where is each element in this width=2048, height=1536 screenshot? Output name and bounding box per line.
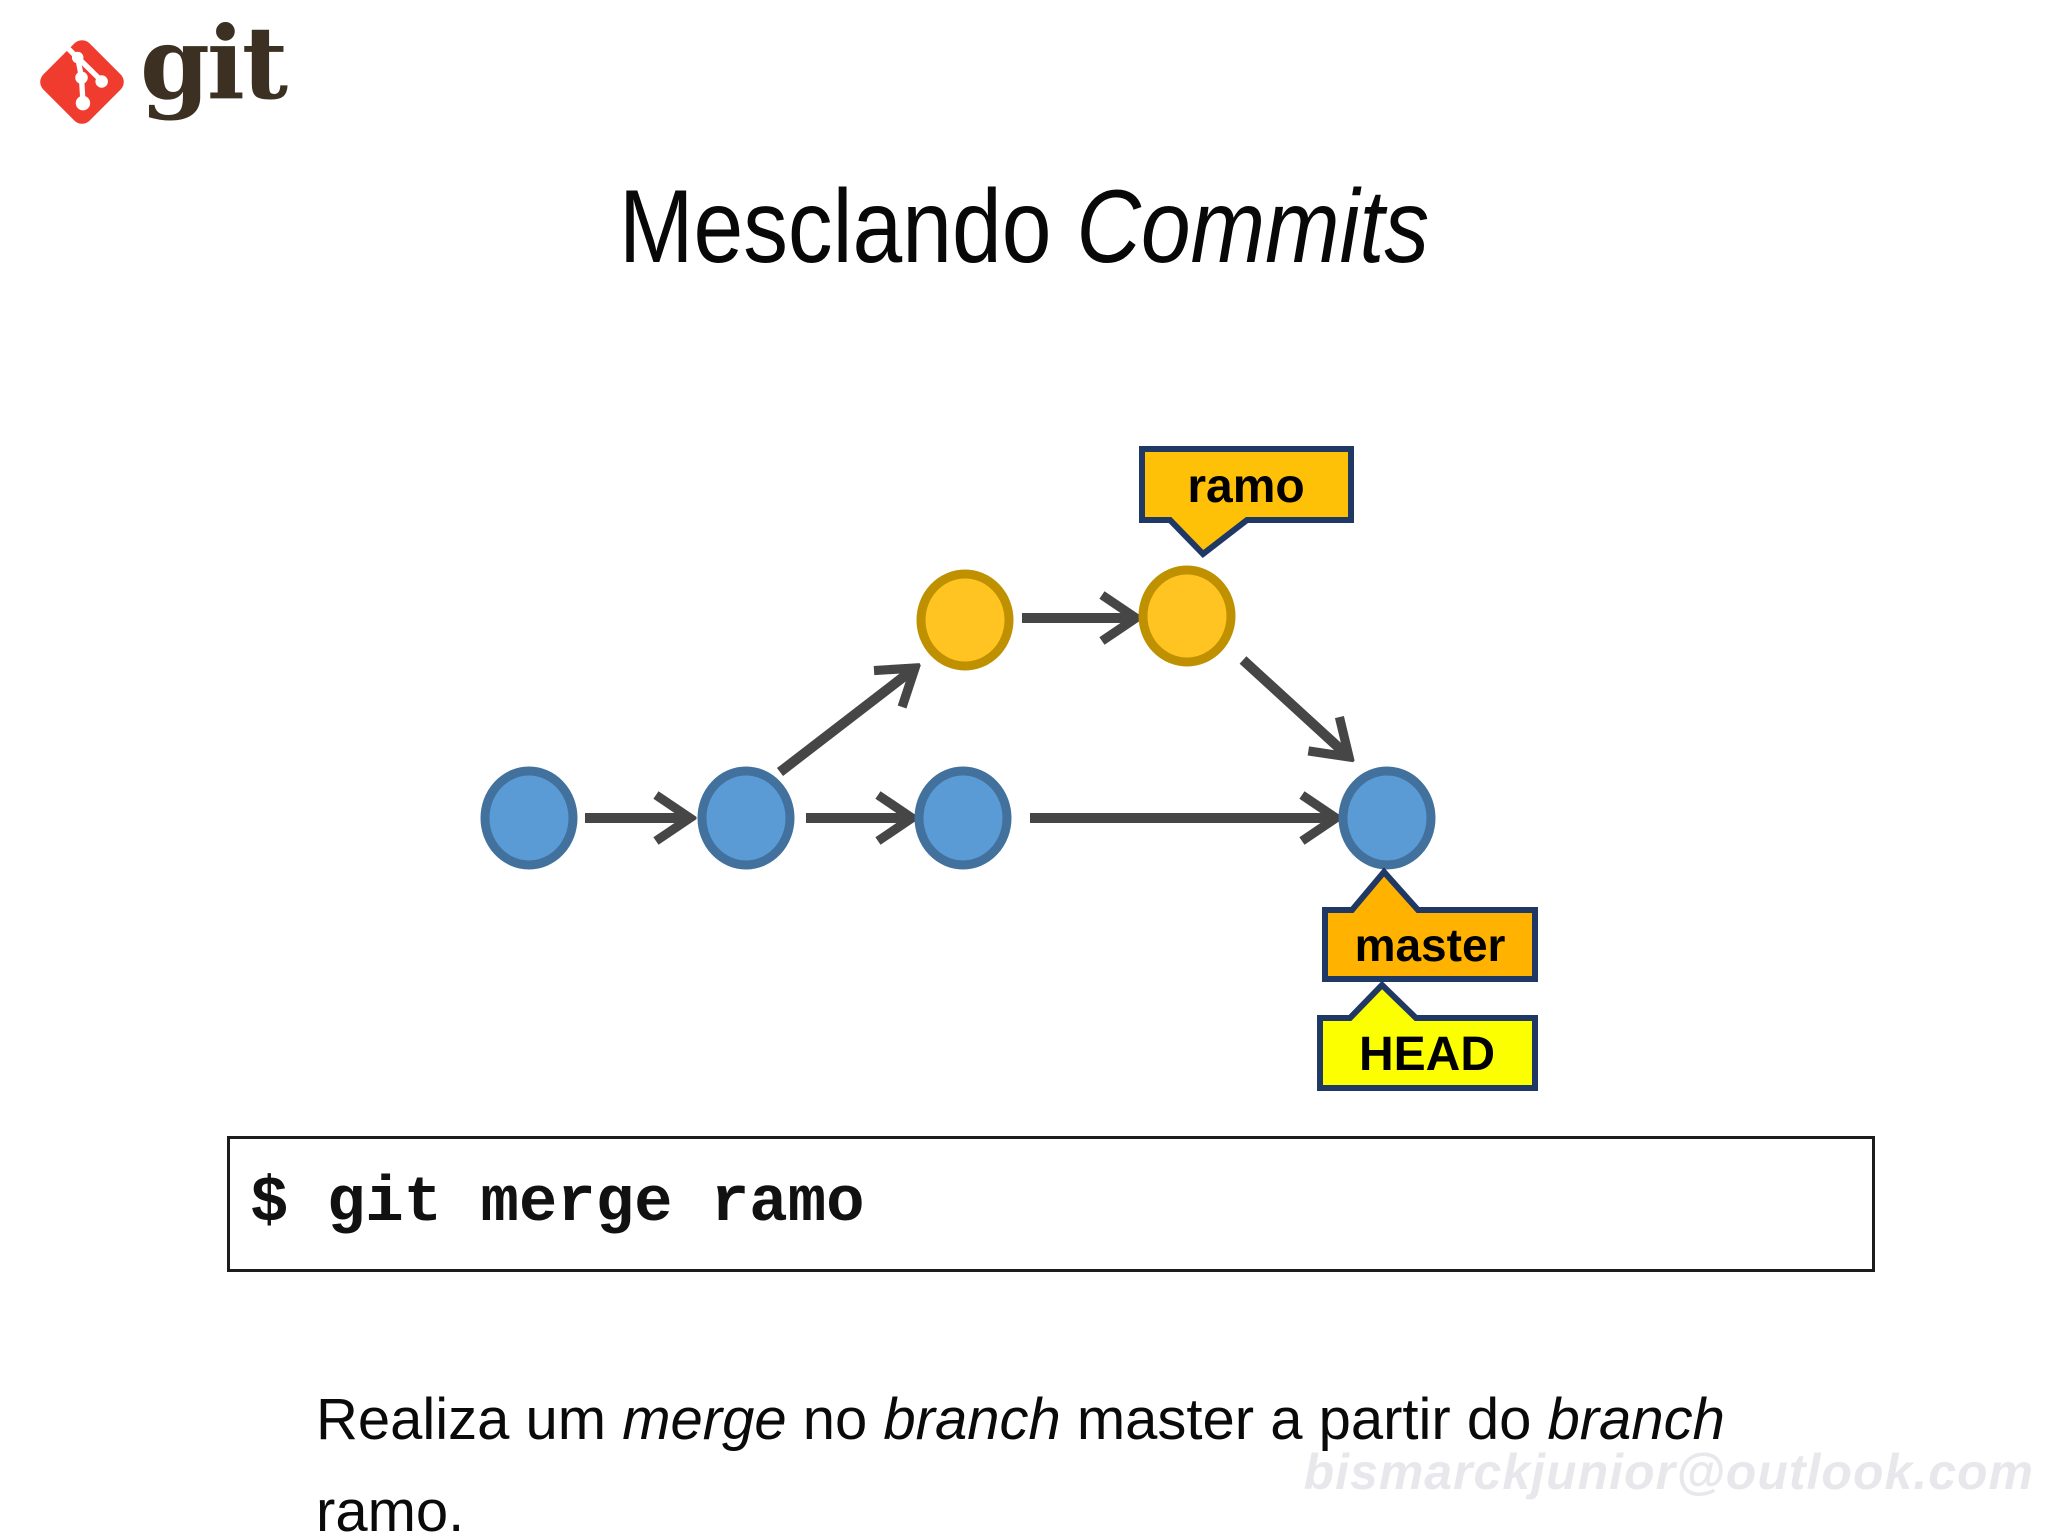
arrow-merge-in [1239, 656, 1349, 757]
git-logo-icon [40, 40, 124, 124]
command-text: $ git merge ramo [250, 1168, 865, 1240]
description-segment: no [786, 1387, 884, 1452]
arrow-branch-out [776, 668, 915, 776]
description-segment: master a partir do [1060, 1387, 1548, 1452]
commit-node-merge [1338, 766, 1436, 870]
commit-node-master-3 [914, 766, 1012, 870]
description-segment: merge [622, 1387, 787, 1452]
git-wordmark: git [140, 4, 288, 122]
description-segment: Realiza um [316, 1387, 623, 1452]
description-text: Realiza um merge no branch master a part… [316, 1374, 1876, 1536]
title-regular: Mesclando [618, 169, 1077, 285]
head-badge-label: HEAD [1359, 1028, 1495, 1081]
commit-node-branch-1 [916, 569, 1014, 671]
commit-node-master-1 [480, 766, 578, 870]
page-title: Mesclando Commits [0, 170, 2048, 284]
master-badge-label: master [1355, 919, 1506, 971]
branch-badge-shape [1139, 446, 1354, 559]
title-italic: Commits [1076, 169, 1430, 285]
branch-badge-label: ramo [1187, 460, 1304, 513]
master-badge-shape [1322, 867, 1538, 982]
watermark-email: bismarckjunior@outlook.com [1303, 1444, 2034, 1500]
commit-node-master-2 [697, 766, 795, 870]
commit-node-branch-2 [1138, 565, 1236, 667]
description-segment: branch [883, 1387, 1061, 1452]
description-segment: ramo. [316, 1478, 465, 1536]
description-segment: branch [1547, 1387, 1725, 1452]
head-badge-shape [1317, 980, 1538, 1091]
command-box: $ git merge ramo [227, 1136, 1875, 1272]
